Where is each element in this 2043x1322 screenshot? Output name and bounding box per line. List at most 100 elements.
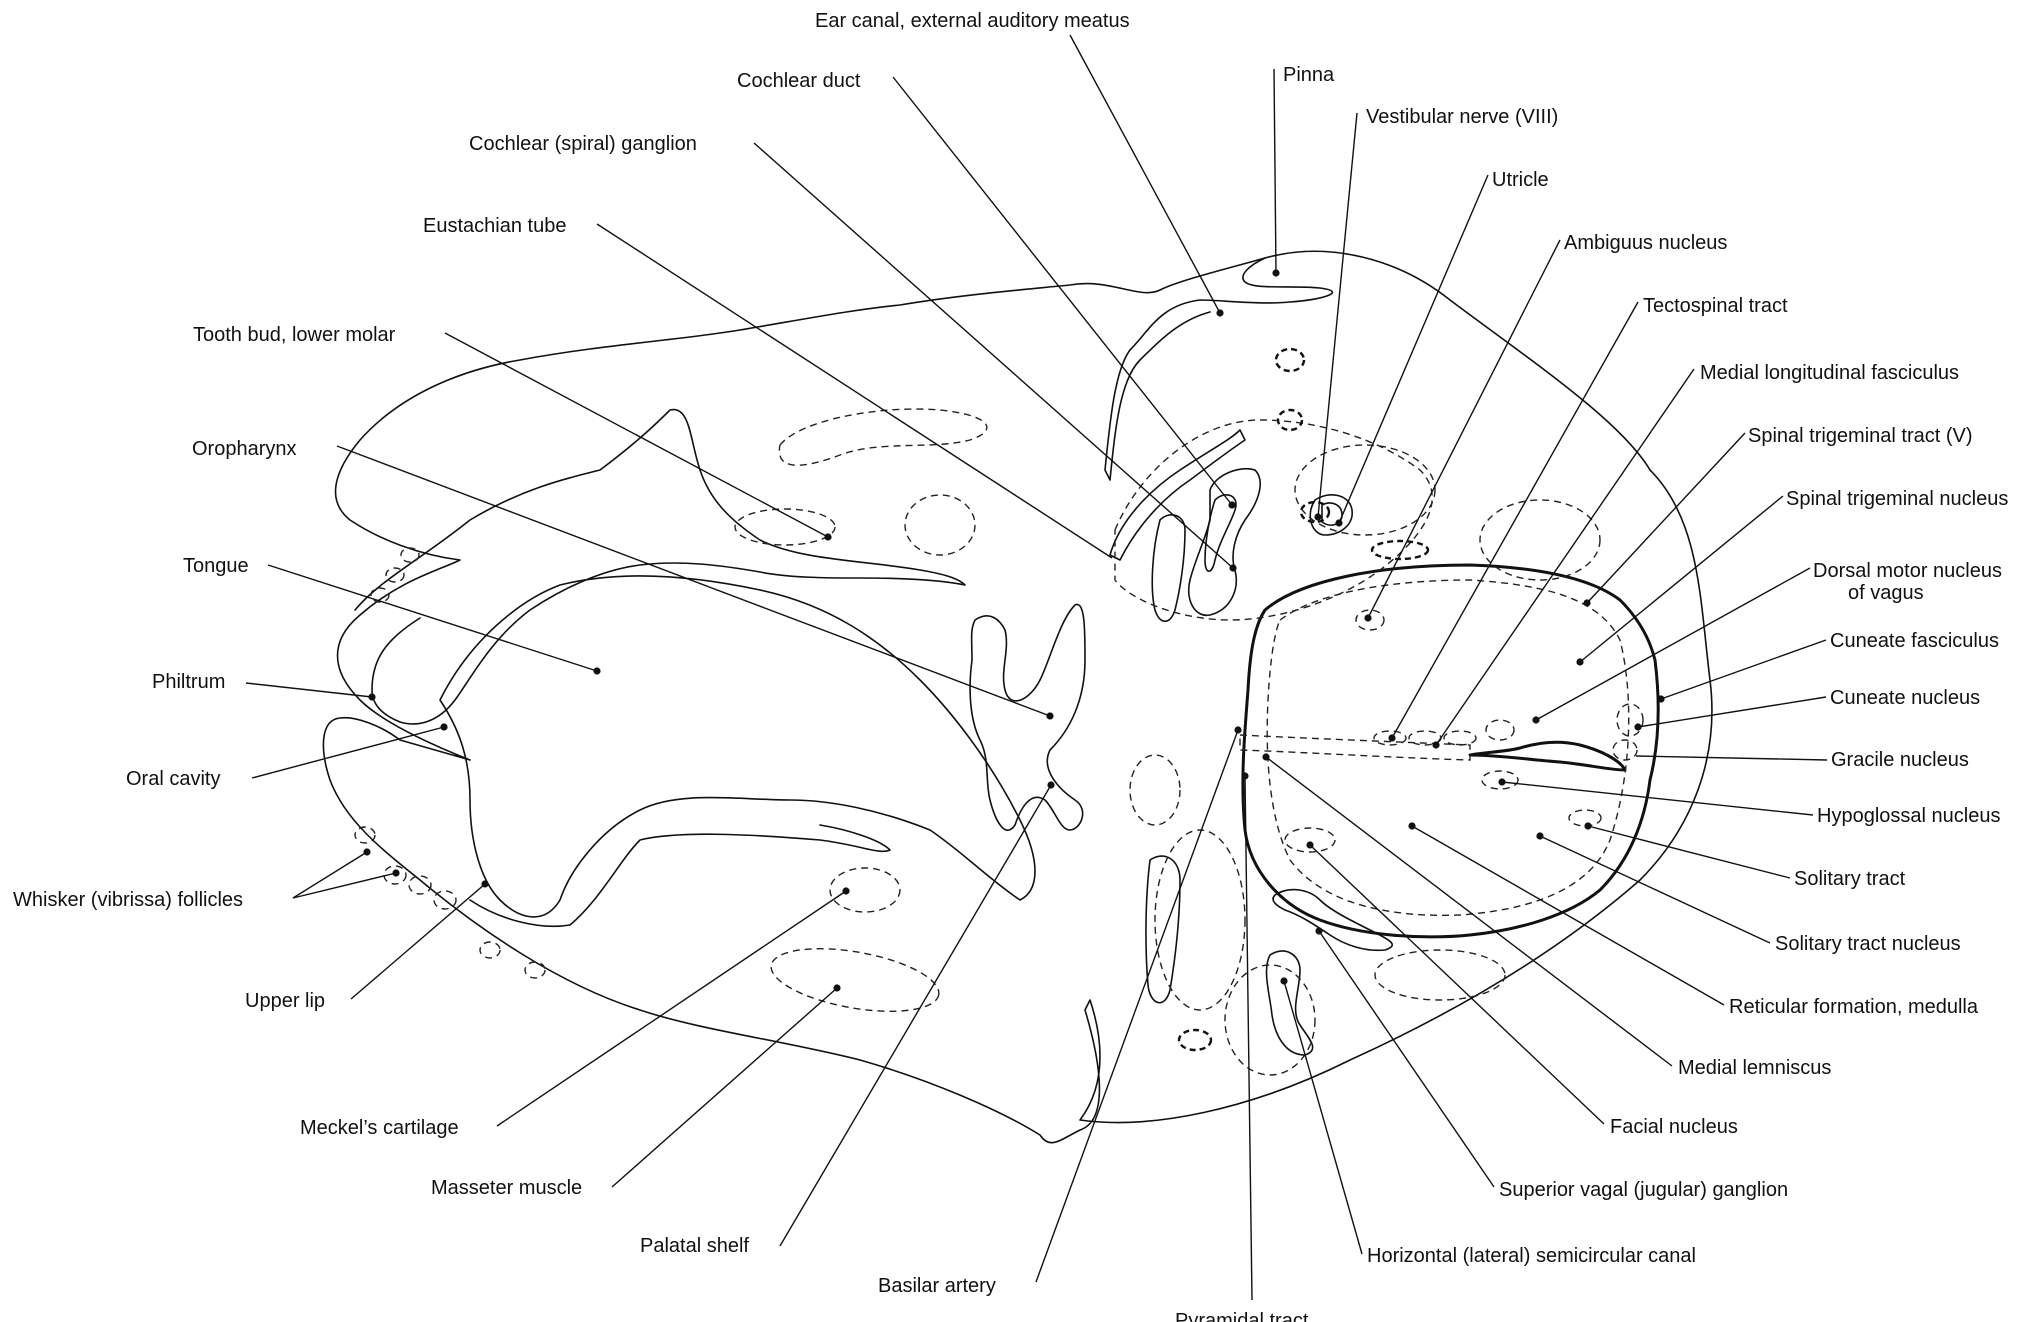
label-vestibular-nerve: Vestibular nerve (VIII): [1366, 106, 1558, 128]
leader-whisker-follicles-b: [293, 873, 396, 898]
pointer-dot-reticular-formation: [1408, 822, 1415, 829]
pointer-dot-meckels-cartilage: [842, 887, 849, 894]
right-upper-region: [1480, 500, 1600, 580]
label-spinal-trigeminal-nucleus: Spinal trigeminal nucleus: [1786, 488, 2008, 510]
label-cuneate-nucleus: Cuneate nucleus: [1830, 687, 1980, 709]
whisker-follicle-3: [409, 876, 431, 894]
pointer-dot-tooth-bud: [824, 533, 831, 540]
pointer-dot-medial-lemniscus: [1262, 753, 1269, 760]
lower-left-region: [1130, 755, 1180, 825]
pointer-dot-cochlear-ganglion: [1229, 564, 1236, 571]
label-gracile-nucleus: Gracile nucleus: [1831, 749, 1969, 771]
lower-jaw-outline: [470, 825, 890, 926]
upper-bold-dashed-2: [1278, 410, 1302, 430]
pointer-dot-oral-cavity: [440, 723, 447, 730]
label-mlf: Medial longitudinal fasciculus: [1700, 362, 1959, 384]
label-cochlear-duct: Cochlear duct: [737, 70, 861, 92]
label-cochlear-ganglion: Cochlear (spiral) ganglion: [469, 133, 697, 155]
label-meckels-cartilage: Meckel’s cartilage: [300, 1117, 459, 1139]
leader-ear-canal: [1070, 35, 1220, 313]
label-hypoglossal-nucleus: Hypoglossal nucleus: [1817, 805, 2000, 827]
pointer-dot-utricle: [1335, 519, 1342, 526]
label-oropharynx: Oropharynx: [192, 438, 297, 460]
leader-tooth-bud: [445, 333, 828, 537]
whisker-follicle-5: [480, 942, 500, 958]
left-vessel-outline: [1146, 856, 1180, 1003]
meckels-cartilage-region: [830, 868, 900, 912]
pointer-dot-horizontal-semicircular-canal: [1280, 977, 1287, 984]
fourth-ventricle-outline: [1470, 742, 1625, 770]
pointer-dot-pyramidal-tract: [1241, 772, 1248, 779]
gracile-region: [1613, 740, 1637, 760]
tract-row-3: [1444, 731, 1476, 745]
pointer-dot-mlf: [1432, 741, 1439, 748]
label-cuneate-fasciculus: Cuneate fasciculus: [1830, 630, 1999, 652]
leader-dorsal-motor: [1536, 568, 1810, 720]
leader-tongue: [268, 565, 597, 671]
label-ear-canal: Ear canal, external auditory meatus: [815, 10, 1130, 32]
leader-mlf: [1436, 369, 1694, 745]
label-medial-lemniscus: Medial lemniscus: [1678, 1057, 1831, 1079]
oropharynx-region: [905, 495, 975, 555]
cuneate-region: [1617, 704, 1643, 736]
leader-utricle: [1339, 175, 1488, 523]
superior-vagal-ganglion-outline: [1273, 890, 1392, 951]
pointer-dot-cuneate-fasciculus: [1657, 695, 1664, 702]
leader-vestibular-nerve: [1318, 113, 1357, 517]
label-oral-cavity: Oral cavity: [126, 768, 220, 790]
pointer-dot-dorsal-motor: [1532, 716, 1539, 723]
label-tooth-bud: Tooth bud, lower molar: [193, 324, 396, 346]
pointer-dot-ambiguus-nucleus: [1364, 614, 1371, 621]
leader-hypoglossal-nucleus: [1502, 782, 1813, 815]
leader-pinna: [1274, 69, 1276, 273]
pointer-dot-masseter-muscle: [833, 984, 840, 991]
label-pinna: Pinna: [1283, 64, 1335, 86]
pointer-dot-ear-canal: [1216, 309, 1223, 316]
inner-ear-region: [1115, 420, 1432, 620]
whisker-follicle-6: [525, 962, 545, 978]
cochlear-ganglion-outline: [1152, 515, 1185, 621]
leader-solitary-tract-nucleus: [1540, 836, 1770, 943]
label-basilar-artery: Basilar artery: [878, 1275, 996, 1297]
leader-eustachian-tube: [597, 224, 1112, 558]
leader-facial-nucleus: [1310, 845, 1604, 1124]
label-dorsal-motor-2: of vagus: [1848, 582, 1924, 604]
pointer-dot-facial-nucleus: [1306, 841, 1313, 848]
masseter-muscle-region: [766, 938, 943, 1023]
anatomy-outlines: [323, 251, 1711, 1142]
leader-spinal-trigeminal-nucleus: [1580, 496, 1783, 662]
lower-bold-dashed: [1179, 1030, 1211, 1050]
leader-whisker-follicles-a: [293, 852, 367, 898]
pointer-dot-philtrum: [368, 693, 375, 700]
label-spinal-trigeminal-tract: Spinal trigeminal tract (V): [1748, 425, 1973, 447]
pointer-dot-palatal-shelf: [1047, 781, 1054, 788]
pointer-dot-solitary-tract-nucleus: [1536, 832, 1543, 839]
label-dorsal-motor-1: Dorsal motor nucleus: [1813, 560, 2002, 582]
pointer-dot-vestibular-nerve: [1314, 513, 1321, 520]
leader-spinal-trigeminal-tract: [1587, 433, 1745, 603]
pointer-dot-solitary-tract: [1584, 822, 1591, 829]
label-pyramidal-tract: Pyramidal tract: [1175, 1310, 1309, 1322]
pointer-dot-hypoglossal-nucleus: [1498, 778, 1505, 785]
leader-medial-lemniscus: [1266, 757, 1672, 1066]
pointer-dot-oropharynx: [1046, 712, 1053, 719]
pointer-dot-upper-lip: [481, 880, 488, 887]
cochlear-duct-outline: [1189, 469, 1261, 616]
label-whisker-follicles: Whisker (vibrissa) follicles: [13, 889, 243, 911]
reticular-inner-region: [1267, 580, 1629, 915]
pointer-dot-cuneate-nucleus: [1634, 723, 1641, 730]
label-utricle: Utricle: [1492, 169, 1549, 191]
leader-ambiguus-nucleus: [1368, 240, 1560, 618]
leader-cuneate-fasciculus: [1661, 640, 1826, 699]
pointer-dot-whisker-follicles-a: [363, 848, 370, 855]
label-tectospinal-tract: Tectospinal tract: [1643, 295, 1788, 317]
leader-upper-lip: [351, 884, 485, 999]
skull-base-outline: [970, 604, 1085, 830]
pointer-dot-pinna: [1272, 269, 1279, 276]
label-palatal-shelf: Palatal shelf: [640, 1235, 749, 1257]
label-reticular-formation: Reticular formation, medulla: [1729, 996, 1979, 1018]
label-solitary-tract-nucleus: Solitary tract nucleus: [1775, 933, 1961, 955]
leader-gracile-nucleus: [1636, 756, 1827, 760]
leader-horizontal-semicircular-canal: [1284, 981, 1362, 1254]
